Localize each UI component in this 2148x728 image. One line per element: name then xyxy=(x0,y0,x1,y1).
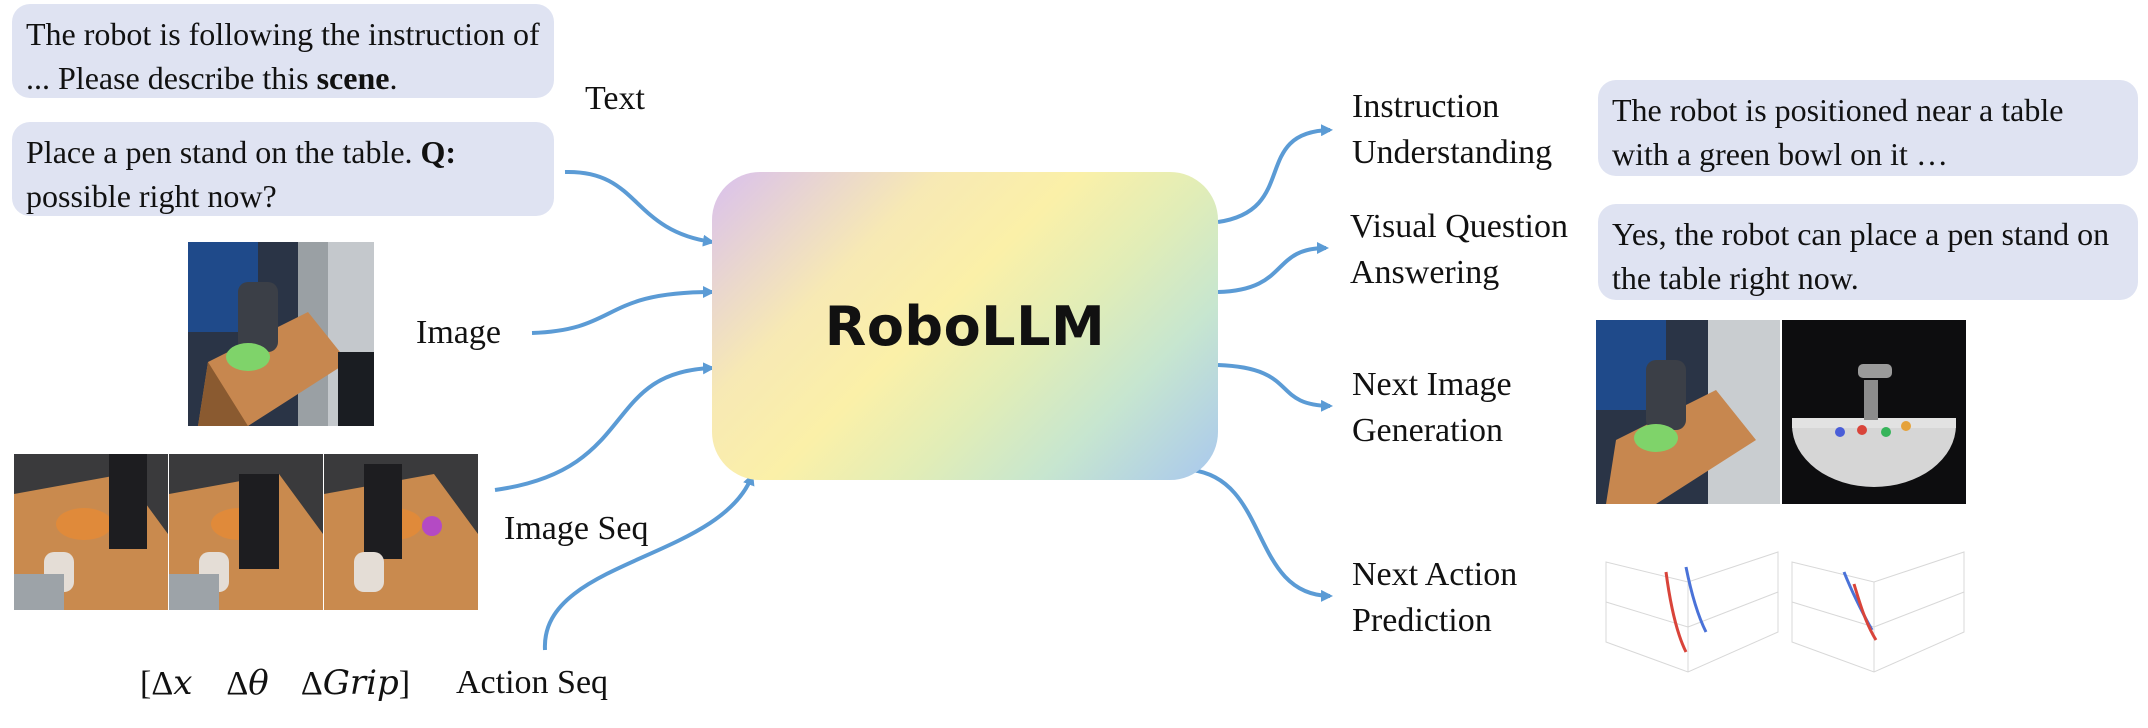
action-tokens: [Δx Δθ ΔGrip] xyxy=(140,660,410,707)
arrow-text-in xyxy=(564,169,715,247)
arrow-actionseq-in xyxy=(542,473,755,651)
label-image-seq: Image Seq xyxy=(504,510,649,547)
arrow-out-nextimage xyxy=(1217,363,1333,412)
action-plot-left xyxy=(1605,551,1779,673)
token-dtheta-var: θ xyxy=(248,663,269,703)
arrow-imageseq-in xyxy=(494,362,715,492)
action-plot-right xyxy=(1791,551,1965,673)
prompt-bubble-question: Place a pen stand on the table. Q: possi… xyxy=(12,122,554,216)
label-next-image: Next Image Generation xyxy=(1352,362,1512,454)
arrow-image-in xyxy=(531,286,715,335)
label-instruction-understanding: Instruction Understanding xyxy=(1352,84,1552,176)
arrow-out-vqa xyxy=(1217,242,1329,294)
label-next-action-line2: Prediction xyxy=(1352,602,1492,639)
token-close: ] xyxy=(398,665,411,702)
token-dx-var: x xyxy=(173,663,193,703)
label-instruction-line1: Instruction xyxy=(1352,88,1500,125)
token-dgrip-var: Grip xyxy=(322,663,399,703)
next-image-generated xyxy=(1782,320,1966,504)
prompt-scene-end: . xyxy=(389,60,398,96)
seq-frame-2 xyxy=(169,454,323,610)
prompt-scene-text: The robot is following the instruction o… xyxy=(26,16,540,96)
arrow-out-nextaction xyxy=(1191,468,1333,602)
seq-frame-1 xyxy=(14,454,168,610)
label-next-image-line2: Generation xyxy=(1352,412,1504,449)
label-next-action-line1: Next Action xyxy=(1352,556,1518,593)
prompt-question-text: Place a pen stand on the table. xyxy=(26,134,421,170)
prompt-question-bold: Q: xyxy=(420,134,457,170)
seq-frame-3 xyxy=(324,454,478,610)
prompt-scene-bold: scene xyxy=(316,60,390,96)
input-image-robot xyxy=(188,242,374,426)
label-text: Text xyxy=(585,80,645,117)
label-image: Image xyxy=(416,314,501,351)
label-action-seq: Action Seq xyxy=(456,664,609,701)
label-vqa: Visual Question Answering xyxy=(1350,204,1568,296)
arrow-out-instruction xyxy=(1217,124,1333,224)
input-image-sequence xyxy=(14,454,478,610)
next-image-real xyxy=(1596,320,1780,504)
label-vqa-line2: Answering xyxy=(1350,254,1500,291)
output-action-plots xyxy=(1596,532,1968,682)
robollm-title: RoboLLM xyxy=(824,294,1106,358)
response-bubble-instruction: The robot is positioned near a table wit… xyxy=(1598,80,2138,176)
token-dtheta-prefix: Δ xyxy=(226,665,249,702)
label-next-action: Next Action Prediction xyxy=(1352,552,1517,644)
prompt-bubble-scene: The robot is following the instruction o… xyxy=(12,4,554,98)
token-dx-prefix: [Δ xyxy=(140,665,174,702)
label-next-image-line1: Next Image xyxy=(1352,366,1512,403)
response-bubble-vqa: Yes, the robot can place a pen stand on … xyxy=(1598,204,2138,300)
prompt-question-end: possible right now? xyxy=(26,178,277,214)
robollm-core: RoboLLM xyxy=(712,172,1218,480)
token-dgrip-prefix: Δ xyxy=(300,665,323,702)
label-instruction-line2: Understanding xyxy=(1352,134,1553,171)
label-vqa-line1: Visual Question xyxy=(1350,208,1568,245)
output-next-images xyxy=(1596,320,1966,504)
